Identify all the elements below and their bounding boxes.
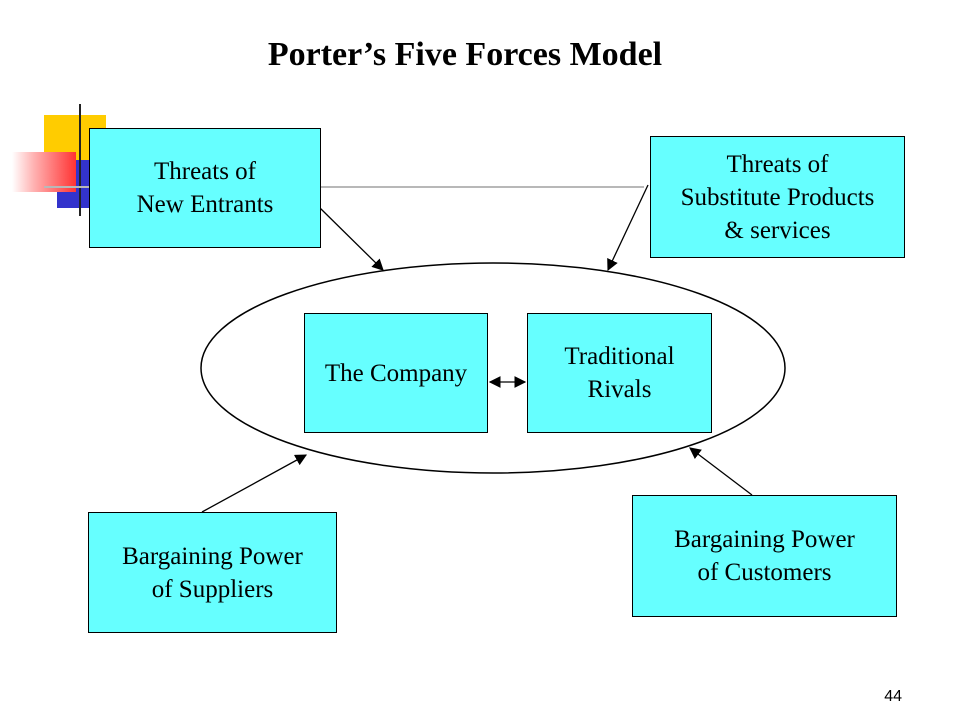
page-title: Porter’s Five Forces Model xyxy=(267,36,663,73)
node-suppliers: Bargaining Power of Suppliers xyxy=(88,512,337,633)
node-rivals-line-2: Rivals xyxy=(587,376,652,403)
node-customers-line-2: of Customers xyxy=(697,559,832,586)
node-suppliers-line-1: Bargaining Power xyxy=(122,542,303,570)
node-substitutes-line-1: Threats of xyxy=(726,150,829,178)
slide-number: 44 xyxy=(884,688,902,705)
node-substitutes-line-2: Substitute Products xyxy=(680,183,875,211)
industry-ellipse xyxy=(200,262,786,474)
node-suppliers-line-2: of Suppliers xyxy=(151,575,274,603)
node-company: The Company xyxy=(304,313,488,433)
node-company-line-1: The Company xyxy=(324,359,468,387)
node-new-entrants-line-1: Threats of xyxy=(153,158,257,185)
node-rivals-line-1: Traditional xyxy=(564,343,675,370)
node-substitutes: Threats of Substitute Products & service… xyxy=(650,136,905,258)
decor-red-gradient xyxy=(12,152,76,192)
node-rivals: Traditional Rivals xyxy=(527,313,712,433)
node-new-entrants: Threats of New Entrants xyxy=(89,128,321,248)
decor-vertical-line xyxy=(79,104,81,216)
node-new-entrants-line-2: New Entrants xyxy=(136,191,274,218)
node-substitutes-line-3: & services xyxy=(724,216,831,244)
arrow-suppliers xyxy=(201,454,308,513)
arrow-customers xyxy=(689,447,753,496)
arrow-new-entrants xyxy=(319,207,384,271)
arrow-substitutes xyxy=(607,184,649,272)
decor-horizontal-line xyxy=(44,186,644,188)
node-customers-line-1: Bargaining Power xyxy=(674,526,855,553)
node-customers: Bargaining Power of Customers xyxy=(632,495,897,617)
